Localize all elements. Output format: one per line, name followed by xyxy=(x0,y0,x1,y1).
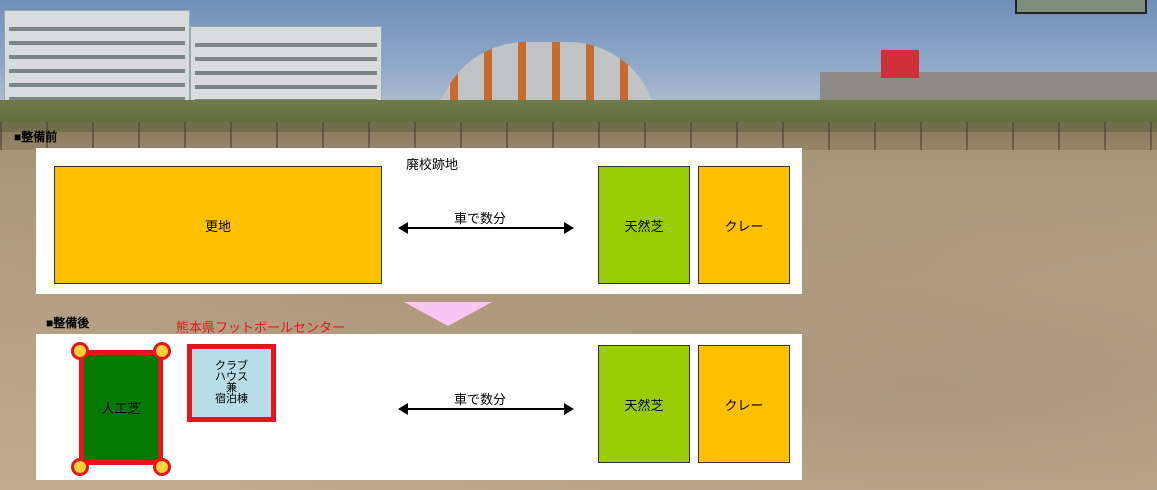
mall-sign xyxy=(881,50,919,78)
clubhouse-line-2: ハウス xyxy=(215,371,248,383)
after-heading: ■整備後 xyxy=(46,316,90,330)
after-natural-turf-block: 天然芝 xyxy=(598,345,690,463)
before-clay-block: クレー xyxy=(698,166,790,284)
corner-marker-bottom-right xyxy=(153,458,171,476)
clubhouse-block: クラブ ハウス 兼 宿泊棟 xyxy=(187,344,276,422)
clubhouse-line-3: 兼 xyxy=(226,382,237,394)
after-distance-label: 車で数分 xyxy=(454,392,507,407)
artificial-turf-block: 人工芝 xyxy=(79,350,163,465)
transition-arrow xyxy=(404,302,492,326)
apartment-building-left xyxy=(4,10,190,122)
clubhouse-line-1: クラブ xyxy=(215,360,248,372)
corner-marker-top-left xyxy=(71,342,89,360)
before-distance-label: 車で数分 xyxy=(454,211,507,226)
corner-marker-top-right xyxy=(153,342,171,360)
football-center-name: 熊本県フットボールセンター xyxy=(176,320,346,335)
before-panel: 廃校跡地 更地 車で数分 天然芝 クレー xyxy=(36,148,802,294)
top-right-frame xyxy=(1015,0,1147,14)
before-distance-arrow xyxy=(398,222,574,234)
after-panel: 人工芝 クラブ ハウス 兼 宿泊棟 車で数分 天然芝 クレー xyxy=(36,334,802,480)
vacant-lot-block: 更地 xyxy=(54,166,382,284)
after-distance-arrow xyxy=(398,403,574,415)
before-heading: ■整備前 xyxy=(14,130,58,144)
after-clay-block: クレー xyxy=(698,345,790,463)
clubhouse-line-4: 宿泊棟 xyxy=(215,393,248,405)
before-natural-turf-block: 天然芝 xyxy=(598,166,690,284)
site-label: 廃校跡地 xyxy=(406,157,459,172)
corner-marker-bottom-left xyxy=(71,458,89,476)
